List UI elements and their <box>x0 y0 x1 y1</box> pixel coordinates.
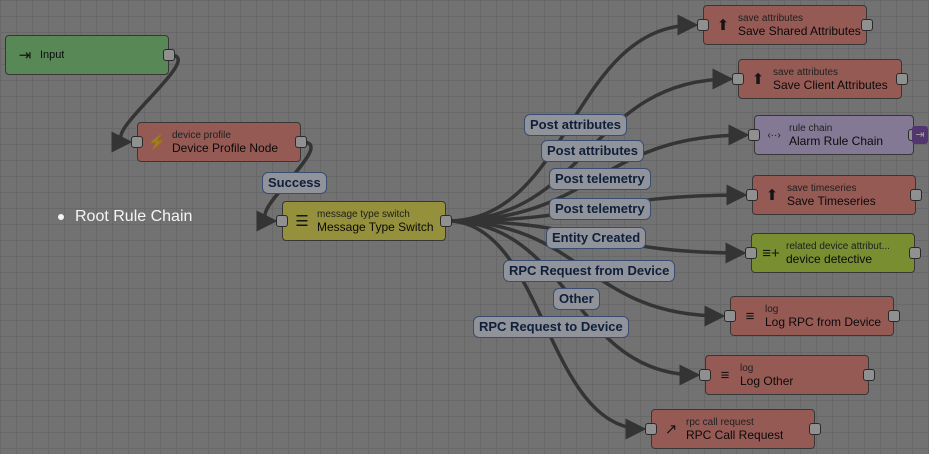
input-port[interactable] <box>732 73 744 85</box>
edge-label[interactable]: Post attributes <box>541 140 645 162</box>
node-name: Log Other <box>740 374 794 388</box>
node-type: related device attribut... <box>786 241 890 252</box>
edge-label[interactable]: Post attributes <box>524 114 628 136</box>
output-port[interactable] <box>861 19 873 31</box>
edge-label[interactable]: Post telemetry <box>549 198 651 220</box>
legend-title: Root Rule Chain <box>75 208 193 225</box>
input-port[interactable] <box>697 19 709 31</box>
input-port[interactable] <box>276 215 288 227</box>
edge-label[interactable]: RPC Request to Device <box>473 316 629 338</box>
edge-label[interactable]: RPC Request from Device <box>503 260 676 282</box>
bolt-icon: ⚡ <box>147 134 167 151</box>
output-port[interactable] <box>163 49 175 61</box>
legend-dot <box>58 214 64 220</box>
node-name: Alarm Rule Chain <box>789 134 884 148</box>
node-input[interactable]: ⇥ Input <box>5 35 175 75</box>
output-port[interactable] <box>888 310 900 322</box>
upload-icon: ⬆ <box>751 71 765 88</box>
node-type: save attributes <box>738 13 804 24</box>
input-port[interactable] <box>699 369 711 381</box>
node-type: rpc call request <box>686 417 754 428</box>
edge-label[interactable]: Other <box>553 288 600 310</box>
upload-icon: ⬆ <box>716 17 730 34</box>
input-icon: ⇥ <box>18 47 32 64</box>
arrow-icon: ↗ <box>664 421 678 438</box>
node-name: Log RPC from Device <box>765 315 882 329</box>
node-name: Save Client Attributes <box>773 78 888 92</box>
output-port[interactable] <box>896 73 908 85</box>
node-type: save timeseries <box>787 183 857 194</box>
input-port[interactable] <box>748 129 760 141</box>
node-type: rule chain <box>789 123 833 134</box>
output-port[interactable] <box>809 423 821 435</box>
output-port[interactable] <box>440 215 452 227</box>
output-port[interactable] <box>295 136 307 148</box>
node-text: related device attribut...device detecti… <box>786 240 890 266</box>
node-type: log <box>765 304 779 315</box>
menu-icon: ≡ <box>745 307 755 325</box>
node-name: device detective <box>786 252 873 266</box>
edge-input-to-device-profile[interactable] <box>111 53 180 153</box>
node-type: save attributes <box>773 67 839 78</box>
code-icon: ‹··› <box>767 129 781 141</box>
output-port[interactable] <box>909 247 921 259</box>
node-name: Input <box>40 48 65 61</box>
node-name: Device Profile Node <box>172 141 279 155</box>
filter-icon: ☰ <box>295 213 309 230</box>
output-port[interactable] <box>910 189 922 201</box>
input-port[interactable] <box>746 189 758 201</box>
node-name: Message Type Switch <box>317 220 434 234</box>
node-type: log <box>740 363 754 374</box>
node-type: device profile <box>172 130 231 141</box>
legend: Root Rule Chain <box>58 208 192 226</box>
edge-label[interactable]: Success <box>262 172 327 194</box>
input-port[interactable] <box>645 423 657 435</box>
node-name: Save Timeseries <box>787 194 876 208</box>
input-port[interactable] <box>745 247 757 259</box>
edge-label[interactable]: Post telemetry <box>549 168 651 190</box>
node-text: Input <box>40 49 64 62</box>
input-port[interactable] <box>131 136 143 148</box>
playlist-add-icon: ≡+ <box>762 244 780 262</box>
rule-chain-output-icon: ⇥ <box>912 126 928 144</box>
upload-icon: ⬆ <box>765 187 779 204</box>
input-port[interactable] <box>724 310 736 322</box>
node-name: Save Shared Attributes <box>738 24 861 38</box>
menu-icon: ≡ <box>720 366 730 384</box>
output-port[interactable] <box>863 369 875 381</box>
node-name: RPC Call Request <box>686 428 784 442</box>
node-related-attr[interactable]: ≡+ related device attribut...device detec… <box>745 233 921 273</box>
edge-label[interactable]: Entity Created <box>546 227 647 249</box>
node-type: message type switch <box>317 209 410 220</box>
